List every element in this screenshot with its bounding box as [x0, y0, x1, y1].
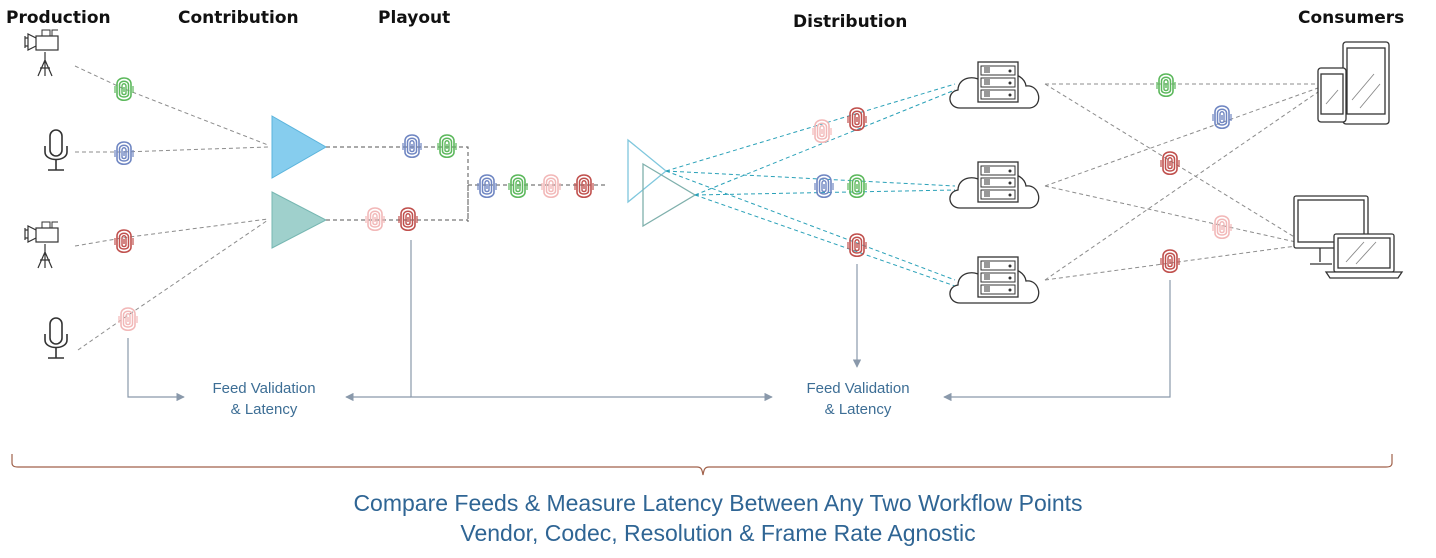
server-cloud-icon: [949, 161, 1040, 209]
triangle-encoder-icon: [627, 138, 668, 204]
distribution-links: [665, 83, 956, 287]
fingerprint-icon: [1156, 73, 1176, 98]
tablet-phone-icon: [1317, 41, 1390, 125]
microphone-icon: [44, 317, 68, 359]
fingerprint-icon: [847, 174, 867, 199]
fingerprint-icon: [541, 174, 561, 199]
camera-icon: [24, 29, 59, 77]
fingerprint-icon: [402, 134, 422, 159]
fingerprint-icon: [1160, 151, 1180, 176]
header-consumers: Consumers: [1298, 8, 1405, 28]
fingerprint-icon: [1160, 249, 1180, 274]
triangle-encoder-icon: [642, 162, 697, 228]
fingerprint-icon: [1212, 215, 1232, 240]
fingerprint-icon: [437, 134, 457, 159]
fingerprint-icon: [114, 229, 134, 254]
fingerprint-icon: [118, 307, 138, 332]
consumer-links: [1044, 83, 1319, 281]
caption-line1: Compare Feeds & Measure Latency Between …: [353, 490, 1083, 516]
fingerprint-icon: [814, 174, 834, 199]
header-playout: Playout: [378, 8, 451, 28]
microphone-icon: [44, 129, 68, 171]
camera-icon: [24, 221, 59, 269]
feed-validation-line1: Feed Validation: [806, 380, 910, 397]
header-distribution: Distribution: [793, 12, 908, 32]
fingerprint-icon: [1212, 105, 1232, 130]
feed-validation-line2: & Latency: [230, 401, 298, 418]
feed-validation-label-right: Feed Validation & Latency: [788, 378, 928, 420]
triangle-encoder-icon: [271, 115, 328, 179]
fingerprint-icon: [114, 141, 134, 166]
fingerprint-icon: [508, 174, 528, 199]
production-links: [74, 65, 269, 351]
server-cloud-icon: [949, 256, 1040, 304]
header-contribution: Contribution: [178, 8, 299, 28]
monitor-laptop-icon: [1293, 195, 1404, 279]
caption-line2: Vendor, Codec, Resolution & Frame Rate A…: [460, 520, 976, 546]
fingerprint-icon: [398, 207, 418, 232]
bracket: [11, 454, 1393, 476]
feed-validation-label-left: Feed Validation & Latency: [194, 378, 334, 420]
validation-arrows: [127, 240, 1171, 402]
fingerprint-icon: [847, 107, 867, 132]
fingerprint-icon: [365, 207, 385, 232]
contribution-links: [326, 146, 606, 222]
header-production: Production: [6, 8, 111, 28]
feed-validation-line2: & Latency: [824, 401, 892, 418]
fingerprint-icon: [477, 174, 497, 199]
fingerprint-icon: [812, 119, 832, 144]
server-cloud-icon: [949, 61, 1040, 109]
fingerprint-icon: [574, 174, 594, 199]
triangle-encoder-icon: [271, 191, 328, 249]
fingerprint-icon: [847, 233, 867, 258]
fingerprint-icon: [114, 77, 134, 102]
feed-validation-line1: Feed Validation: [212, 380, 316, 397]
